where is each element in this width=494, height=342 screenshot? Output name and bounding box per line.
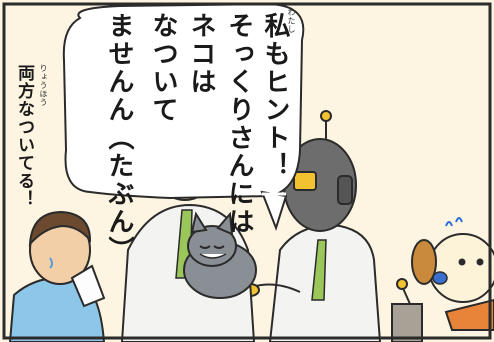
robot-speech-line-4: なついて bbox=[148, 12, 178, 124]
dog-character bbox=[411, 217, 494, 331]
robot-man bbox=[240, 110, 382, 342]
cat bbox=[183, 211, 257, 299]
robot-speech-line-2: そっくりさんには bbox=[224, 12, 254, 236]
robot-speech-ruby-watashi: わたし bbox=[287, 8, 296, 34]
robot-speech-line-1: 私もヒント！ bbox=[260, 12, 290, 180]
small-device bbox=[391, 278, 423, 342]
boy-speech-text: 両方なついてる！ bbox=[14, 64, 34, 208]
robot-speech-line-5: ませんん（たぶん） bbox=[104, 12, 134, 264]
robot-speech-line-3: ネコは bbox=[186, 12, 216, 96]
boy-speech-ruby-ryouhou: りょうほう bbox=[39, 64, 48, 107]
boy bbox=[8, 210, 106, 342]
